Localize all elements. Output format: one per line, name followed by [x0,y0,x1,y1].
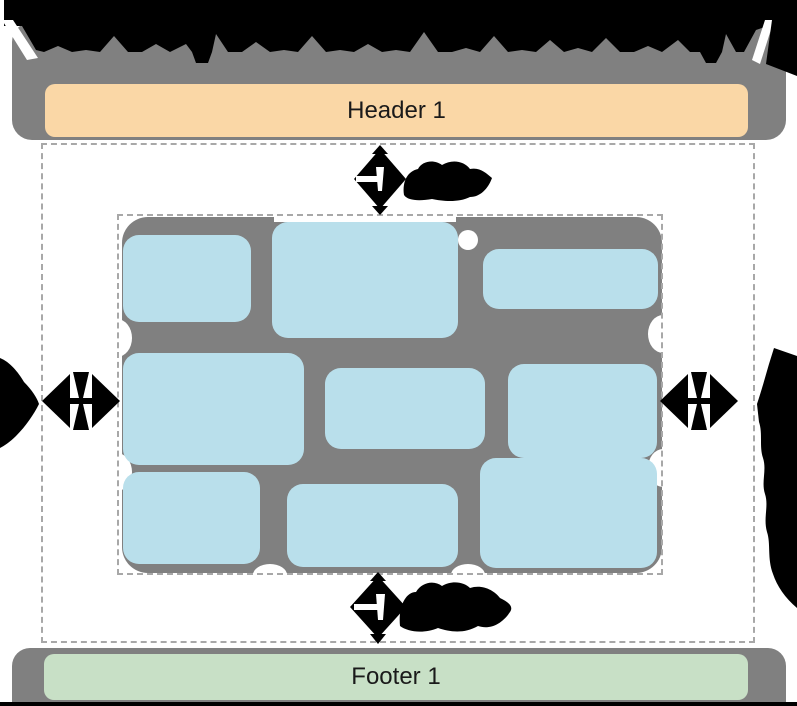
inner-dashed-boundary [117,214,663,575]
header-label: Header 1 [347,96,446,124]
item-box [325,368,485,449]
footer-bar: Footer 1 [44,654,748,700]
item-box [483,249,658,309]
item-box [508,364,657,458]
right-edge-clipped-blob [757,348,797,608]
merged-label-blob [403,161,492,201]
item-box [287,484,458,567]
item-box [480,458,657,568]
right-horizontal-resize-arrow-icon [660,372,738,430]
left-edge-clipped-blob [0,358,39,448]
top-vertical-resize-arrow-icon [354,145,492,215]
header-bar: Header 1 [45,84,748,137]
item-box [123,472,260,564]
outer-dashed-boundary [41,143,755,643]
footer-label: Footer 1 [351,663,441,690]
clipped-title-graphic [2,0,797,76]
item-box [123,235,251,322]
bottom-vertical-resize-arrow-icon [350,572,512,644]
left-horizontal-resize-arrow-icon [42,372,120,430]
item-box [123,353,304,465]
item-box [272,222,458,338]
merged-label-blob [399,582,512,632]
bottom-clipped-strip [0,702,797,706]
